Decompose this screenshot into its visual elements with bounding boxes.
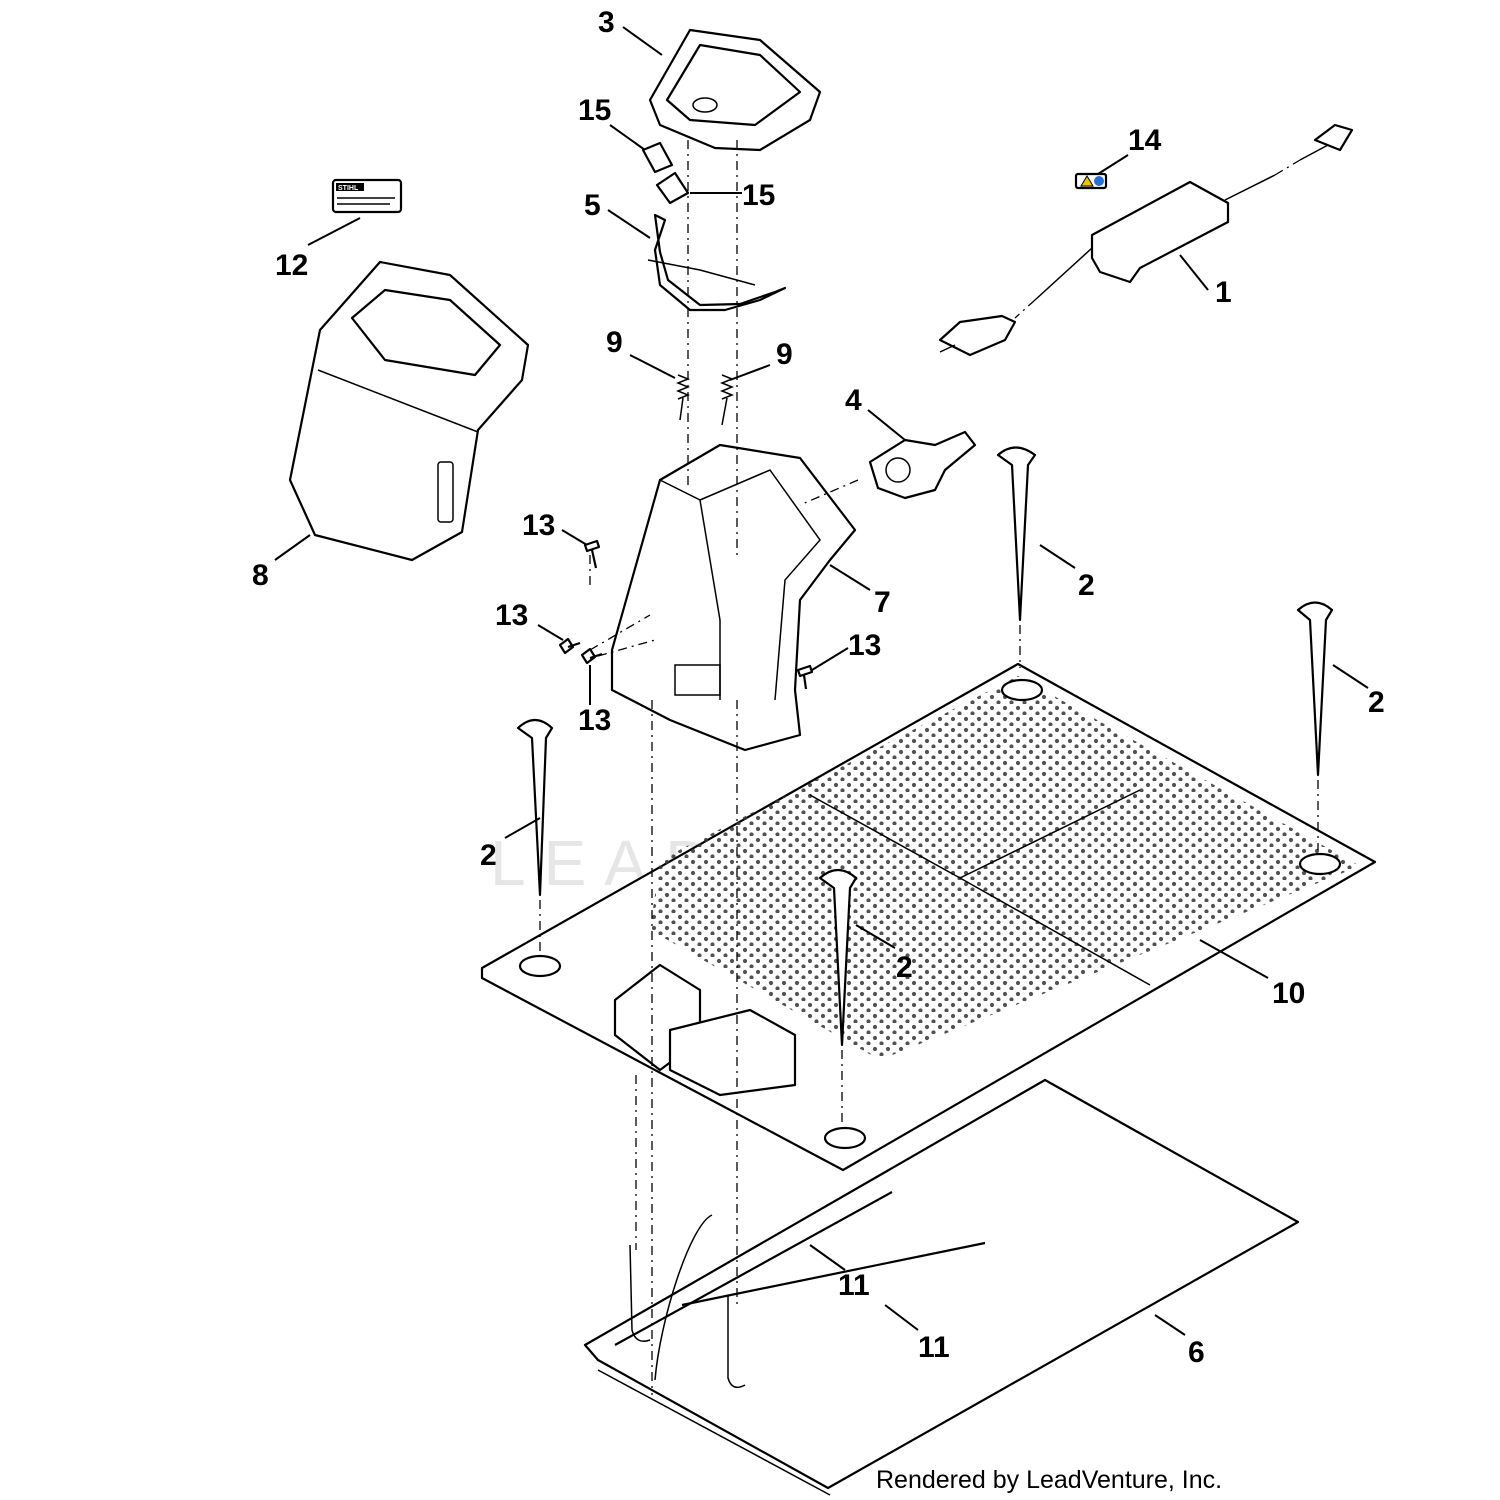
callout-7: 7: [874, 586, 891, 619]
callout-2: 2: [1368, 686, 1385, 719]
part-5-bracket: [647, 213, 787, 312]
label-brand-text: STIHL: [338, 185, 359, 192]
part-4-connector: [868, 430, 977, 500]
callout-13: 13: [578, 704, 611, 737]
callout-11: 11: [918, 1331, 950, 1364]
part-11-rods: [614, 1191, 986, 1389]
part-15-latches: [641, 141, 690, 205]
callout-1: 1: [1215, 276, 1232, 309]
part-2-stakes: [516, 446, 1334, 1047]
callout-2: 2: [1078, 569, 1095, 602]
callout-10: 10: [1272, 977, 1305, 1010]
part-3-top-cap: [648, 28, 822, 152]
callout-14: 14: [1128, 124, 1162, 157]
callout-13: 13: [495, 599, 528, 632]
callout-6: 6: [1188, 1336, 1205, 1369]
part-1-power-supply: [938, 123, 1354, 357]
callout-15: 15: [742, 179, 775, 212]
callout-4: 4: [845, 384, 862, 417]
callout-9: 9: [776, 338, 793, 371]
part-10-base-plate: [480, 662, 1377, 1172]
callout-8: 8: [252, 559, 269, 592]
callout-2: 2: [896, 951, 913, 984]
part-9-springs: [675, 374, 735, 426]
leader-lines: [274, 26, 1369, 1336]
callout-13: 13: [522, 509, 555, 542]
callout-12: 12: [275, 249, 308, 282]
part-7-docking-housing: [610, 443, 857, 752]
part-14-warning-decal: [1074, 172, 1108, 190]
part-8-cover: [288, 260, 530, 562]
callout-3: 3: [598, 6, 615, 39]
callout-9: 9: [606, 326, 623, 359]
part-12-label: STIHL: [331, 178, 403, 214]
callout-15: 15: [578, 94, 611, 127]
render-credit: Rendered by LeadVenture, Inc.: [876, 1466, 1222, 1494]
part-6-base-sheet: [583, 1078, 1300, 1496]
callout-labels: 1 2 2 2 2 3 4 5 6 7 8 9 9 10 11 11 12 13…: [252, 6, 1385, 1369]
assembly-lines: [539, 140, 1319, 1395]
callout-11: 11: [838, 1269, 870, 1302]
callout-5: 5: [584, 189, 601, 222]
callout-13: 13: [848, 629, 881, 662]
callout-2: 2: [480, 839, 497, 872]
part-13-screws: [558, 539, 814, 690]
